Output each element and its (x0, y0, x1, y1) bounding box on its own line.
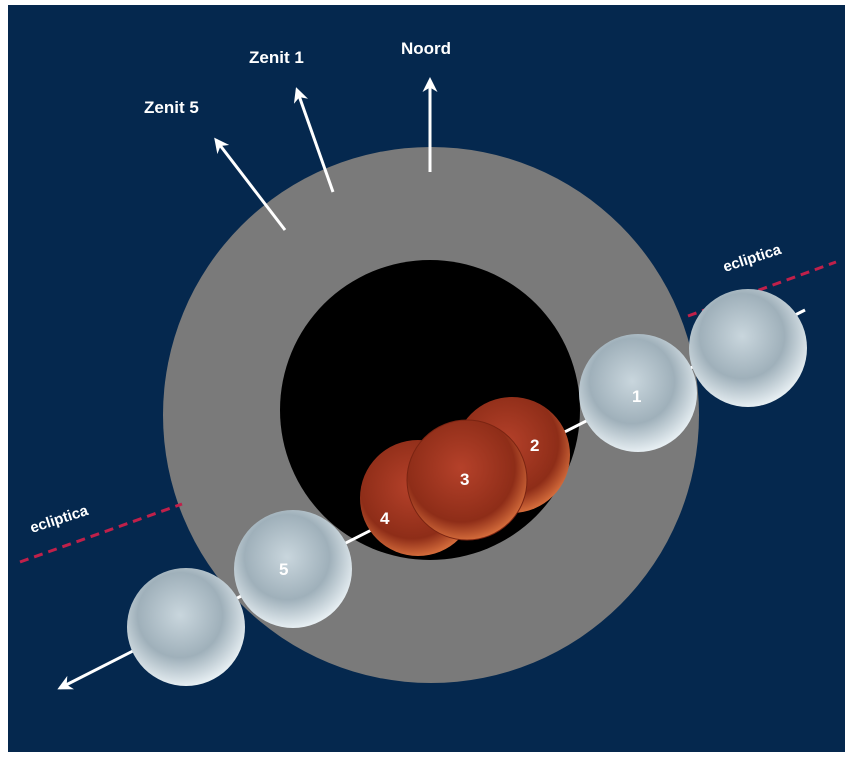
moon-label-4: 4 (380, 509, 390, 528)
zenith5-label: Zenit 5 (144, 98, 199, 117)
north-label: Noord (401, 39, 451, 58)
moon-label-1: 1 (632, 387, 641, 406)
ecliptic-line-left (19, 502, 183, 564)
moon-3 (406, 419, 528, 541)
ecliptic-line-right (687, 260, 837, 318)
moon-label-5: 5 (279, 560, 288, 579)
moon-outside-right (689, 289, 807, 407)
zenith1-label: Zenit 1 (249, 48, 304, 67)
moon-1 (579, 334, 697, 452)
moon-label-3: 3 (460, 470, 469, 489)
moon-outside-left (127, 568, 245, 686)
zenith1-arrow (293, 87, 335, 193)
moon-5 (234, 510, 352, 628)
moon-label-2: 2 (530, 436, 539, 455)
zenith5-arrow (214, 137, 287, 231)
